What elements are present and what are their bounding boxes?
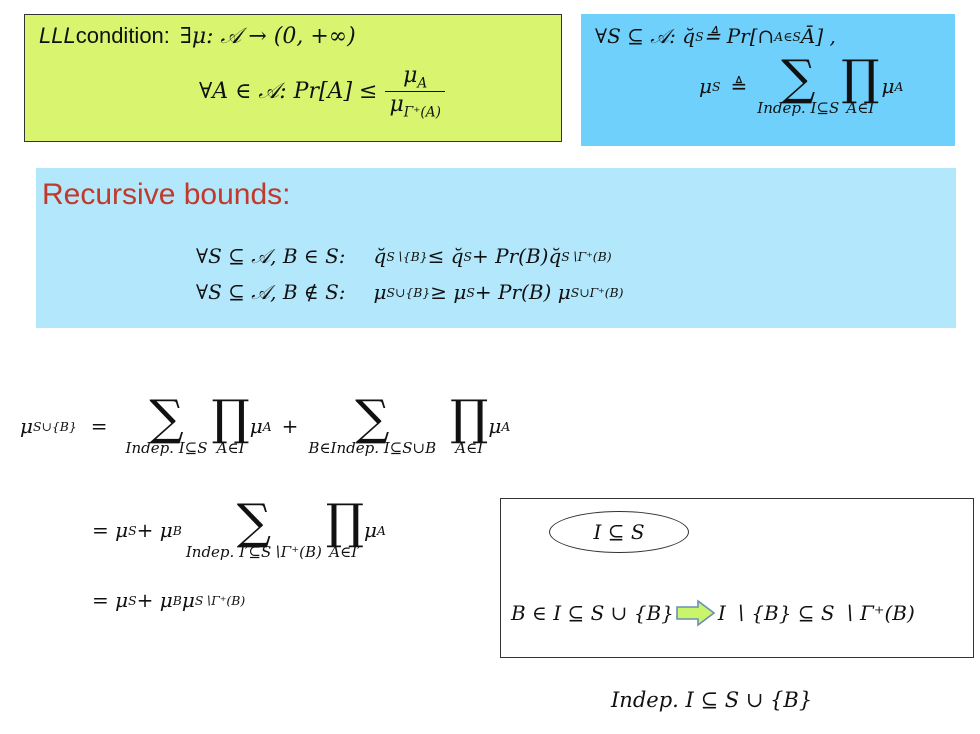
rb2-a: μ xyxy=(373,280,387,304)
dv2-a: = μ xyxy=(92,518,129,542)
dv-prod-1-limit: A∈I xyxy=(216,439,245,457)
dv-prod-2-limit: A∈I xyxy=(455,439,484,457)
rb1-c: + Pr(B)q̆ xyxy=(472,244,562,268)
oval-text: I ⊆ S xyxy=(593,520,645,544)
oval-subset: I ⊆ S xyxy=(549,511,689,553)
dv2-b-sub: B xyxy=(172,522,182,538)
frac-num: μ xyxy=(403,63,418,88)
lll-fraction: μA μΓ⁺(A) xyxy=(385,63,445,121)
rb1-b: ≤ q̆ xyxy=(427,244,464,268)
dv-sum-3: ∑Indep. I′⊆S∖Γ⁺(B) xyxy=(185,494,322,561)
dv-prod-2: ∏A∈I xyxy=(450,390,489,457)
dv3-a-sub: S xyxy=(128,592,137,608)
dv-t3-sub: A xyxy=(377,522,386,538)
rb2-c-sub: S∪Γ⁺(B) xyxy=(570,284,624,300)
recursive-line-1: ∀S ⊆ 𝒜, B ∈ S: q̆S∖{B} ≤ q̆S + Pr(B)q̆S∖… xyxy=(196,244,612,268)
def-q-expr: ∀S ⊆ 𝒜: q̆ xyxy=(595,24,696,48)
rb1-c-sub: S∖Γ⁺(B) xyxy=(561,248,612,264)
def-sum-limit: Indep. I⊆S xyxy=(757,99,840,117)
dv-sum-1-limit: Indep. I⊆S xyxy=(125,439,208,457)
def-q-sub: S xyxy=(695,28,704,44)
lll-exists-expr: ∃μ: 𝒜 → (0, +∞) xyxy=(179,23,356,49)
dv-prod-1: ∏A∈I xyxy=(211,390,250,457)
def-term-sub: A xyxy=(894,78,904,94)
right-arrow-icon xyxy=(676,599,716,627)
dv-lhs-sub: S∪{B} xyxy=(33,418,77,434)
def-sum: ∑Indep. I⊆S xyxy=(757,50,840,117)
dv-t2: μ xyxy=(488,414,502,438)
dv-sum-1: ∑Indep. I⊆S xyxy=(125,390,208,457)
frac-den: μ xyxy=(389,92,404,118)
dv-eq1: = xyxy=(90,414,108,438)
dv3-a: = μ xyxy=(92,588,129,612)
implication-left: B ∈ I ⊆ S ∪ {B} xyxy=(511,601,674,625)
lll-label-rest: condition: xyxy=(75,23,170,48)
dv-sum-3-limit: Indep. I′⊆S∖Γ⁺(B) xyxy=(185,543,322,561)
recursive-bounds-box: Recursive bounds: ∀S ⊆ 𝒜, B ∈ S: q̆S∖{B}… xyxy=(36,168,956,328)
dv-prod-3-limit: A∈I′ xyxy=(329,543,361,561)
dv3-c-sub: S∖Γ⁺(B) xyxy=(194,592,246,608)
lll-forall-expr: ∀A ∈ 𝒜: Pr[A] ≤ xyxy=(199,79,378,105)
lll-label-italic: LLL xyxy=(39,23,76,48)
dv-t3: μ xyxy=(364,518,378,542)
rb2-b-sub: S xyxy=(466,284,475,300)
rb2-a-sub: S∪{B} xyxy=(386,284,431,300)
lll-line-2: ∀A ∈ 𝒜: Pr[A] ≤ μA μΓ⁺(A) xyxy=(199,63,445,121)
def-prod: ∏A∈I xyxy=(841,50,880,117)
dv-prod-3: ∏A∈I′ xyxy=(325,494,365,561)
dv-t2-sub: A xyxy=(501,418,511,434)
rb2-lhs: ∀S ⊆ 𝒜, B ∉ S: xyxy=(196,280,346,304)
dv2-b: + μ xyxy=(136,518,173,542)
implication-row: B ∈ I ⊆ S ∪ {B} I ∖ {B} ⊆ S ∖ Γ⁺(B) xyxy=(511,599,915,627)
dv3-b-sub: B xyxy=(172,592,182,608)
rb1-lhs: ∀S ⊆ 𝒜, B ∈ S: xyxy=(196,244,346,268)
rb1-a-sub: S∖{B} xyxy=(386,248,428,264)
rb1-a: q̆ xyxy=(373,244,387,268)
dv3-b: + μ xyxy=(136,588,173,612)
def-mu-s-sub: S xyxy=(712,78,721,94)
rb2-c: + Pr(B) μ xyxy=(474,280,571,304)
dv-sum-2: ∑B∈Indep. I⊆S∪B xyxy=(308,390,437,457)
def-triangleq: ≜ xyxy=(730,74,748,98)
rb2-b: ≥ μ xyxy=(430,280,467,304)
dv-sum-2-limit: B∈Indep. I⊆S∪B xyxy=(308,439,437,457)
implication-right: I ∖ {B} ⊆ S ∖ Γ⁺(B) xyxy=(717,601,915,625)
rb1-b-sub: S xyxy=(463,248,473,264)
def-term: μ xyxy=(881,74,895,98)
def-pr-expr: ≜ Pr[∩ xyxy=(703,24,775,48)
def-mu-s: μ xyxy=(699,74,712,98)
dv2-a-sub: S xyxy=(128,522,137,538)
frac-num-sub: A xyxy=(417,75,428,92)
def-pr-end: Ā] , xyxy=(800,24,836,48)
caption-indep: Indep. I ⊆ S ∪ {B} xyxy=(611,688,813,712)
dv-t1: μ xyxy=(249,414,263,438)
dv3-c: μ xyxy=(181,588,195,612)
recursive-title: Recursive bounds: xyxy=(42,178,291,211)
def-prod-limit: A∈I xyxy=(846,99,875,117)
frac-den-sub: Γ⁺(A) xyxy=(403,104,441,121)
dv-plus: + xyxy=(281,414,299,438)
implication-box: I ⊆ S B ∈ I ⊆ S ∪ {B} I ∖ {B} ⊆ S ∖ Γ⁺(B… xyxy=(500,498,974,658)
lll-line-1: LLL condition: ∃μ: 𝒜 → (0, +∞) xyxy=(39,23,356,49)
dv-lhs: μ xyxy=(20,414,33,438)
dv-t1-sub: A xyxy=(262,418,272,434)
def-cap-sub: A∈S xyxy=(774,28,801,44)
lll-condition-box: LLL condition: ∃μ: 𝒜 → (0, +∞) ∀A ∈ 𝒜: P… xyxy=(24,14,562,142)
